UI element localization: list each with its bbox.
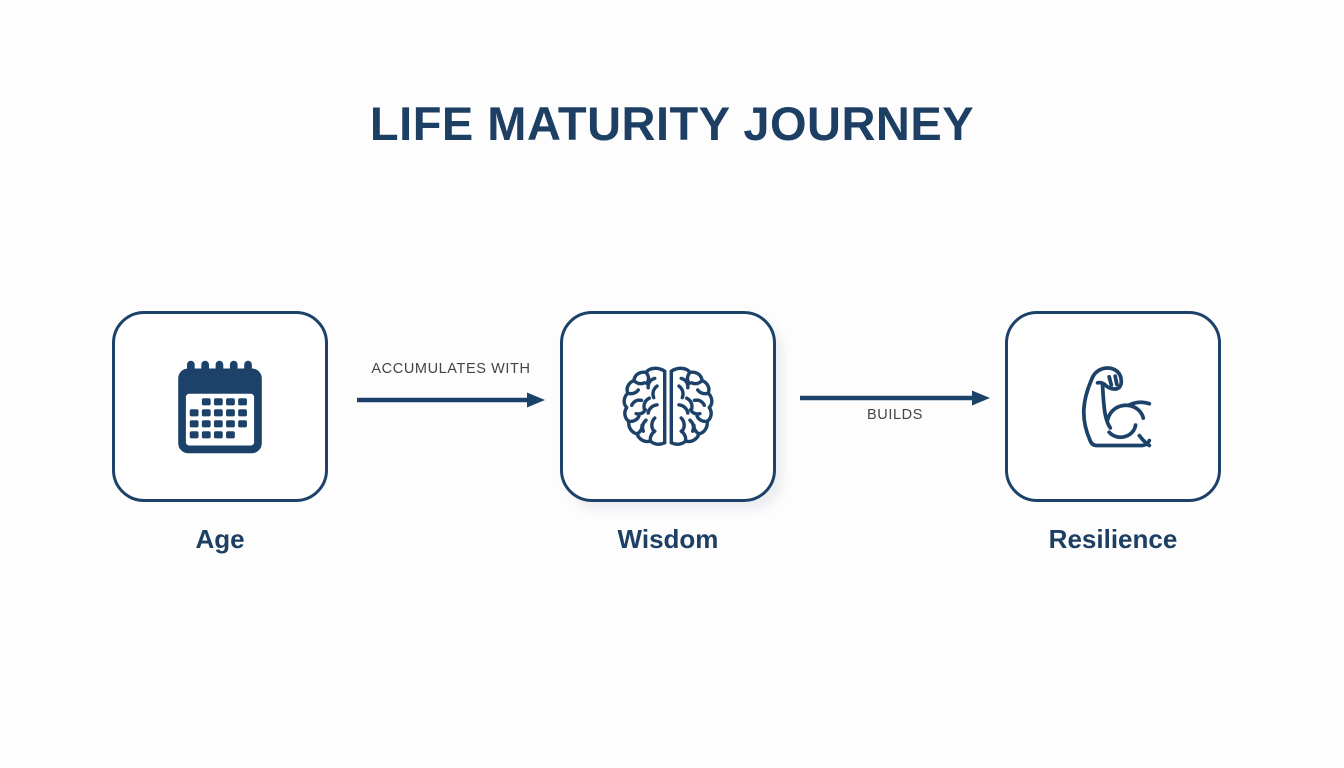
connector-age-to-wisdom-label: ACCUMULATES WITH	[371, 361, 531, 377]
arrow-right-icon	[800, 390, 990, 406]
arrow-right-icon	[357, 392, 545, 408]
node-age-box[interactable]	[112, 311, 328, 502]
page-title: LIFE MATURITY JOURNEY	[369, 97, 975, 150]
node-resilience-label: Resilience	[1048, 524, 1178, 554]
flexed-bicep-icon	[1058, 352, 1168, 462]
connector-wisdom-to-resilience: BUILDS	[798, 387, 992, 457]
node-age[interactable]: Age	[112, 311, 334, 555]
node-wisdom[interactable]: Wisdom	[560, 311, 782, 555]
connector-age-to-wisdom: ACCUMULATES WITH	[355, 361, 547, 459]
node-resilience-box[interactable]	[1005, 311, 1221, 502]
node-wisdom-box[interactable]	[560, 311, 776, 502]
node-wisdom-label: Wisdom	[617, 524, 719, 554]
node-resilience[interactable]: Resilience	[1005, 311, 1227, 555]
connector-wisdom-to-resilience-label: BUILDS	[867, 407, 923, 423]
node-age-label: Age	[195, 524, 245, 554]
flow-diagram: Age ACCUMULATES WITH	[0, 311, 1344, 571]
calendar-icon	[165, 352, 275, 462]
brain-icon	[613, 352, 723, 462]
